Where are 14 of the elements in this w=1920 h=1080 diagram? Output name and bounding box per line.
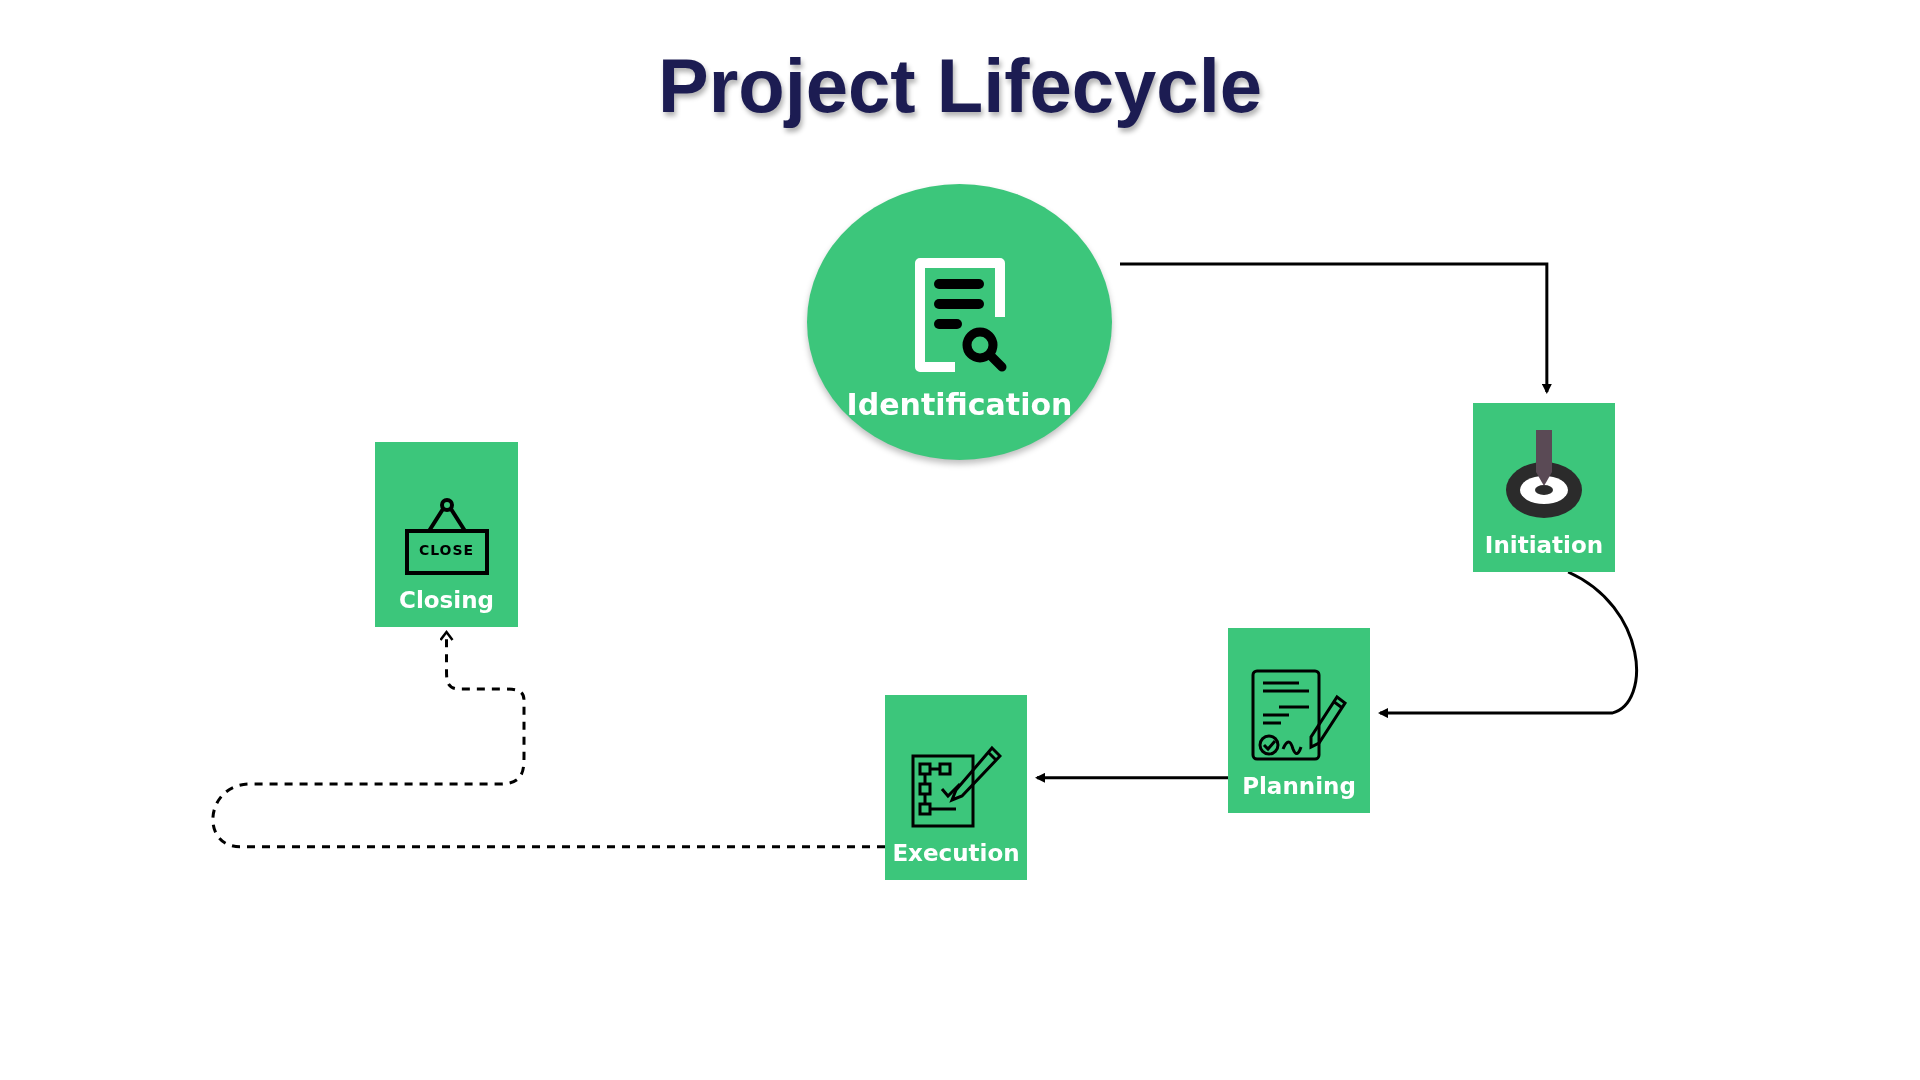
title: Project Lifecycle — [656, 42, 1264, 129]
phase-box — [1228, 628, 1370, 813]
phase-box — [885, 695, 1027, 880]
phase-label: Identification — [846, 387, 1073, 422]
arrow — [1378, 570, 1638, 719]
phase-label: Closing — [399, 587, 494, 613]
arrow — [1035, 772, 1228, 783]
phase-label: Planning — [1242, 773, 1356, 799]
phase-box — [375, 442, 518, 627]
phase-box — [1473, 403, 1615, 572]
phase-label: Initiation — [1484, 532, 1604, 558]
arrow — [1120, 262, 1552, 394]
phase-label: Execution — [892, 840, 1020, 866]
dashed-arrow — [211, 630, 885, 849]
